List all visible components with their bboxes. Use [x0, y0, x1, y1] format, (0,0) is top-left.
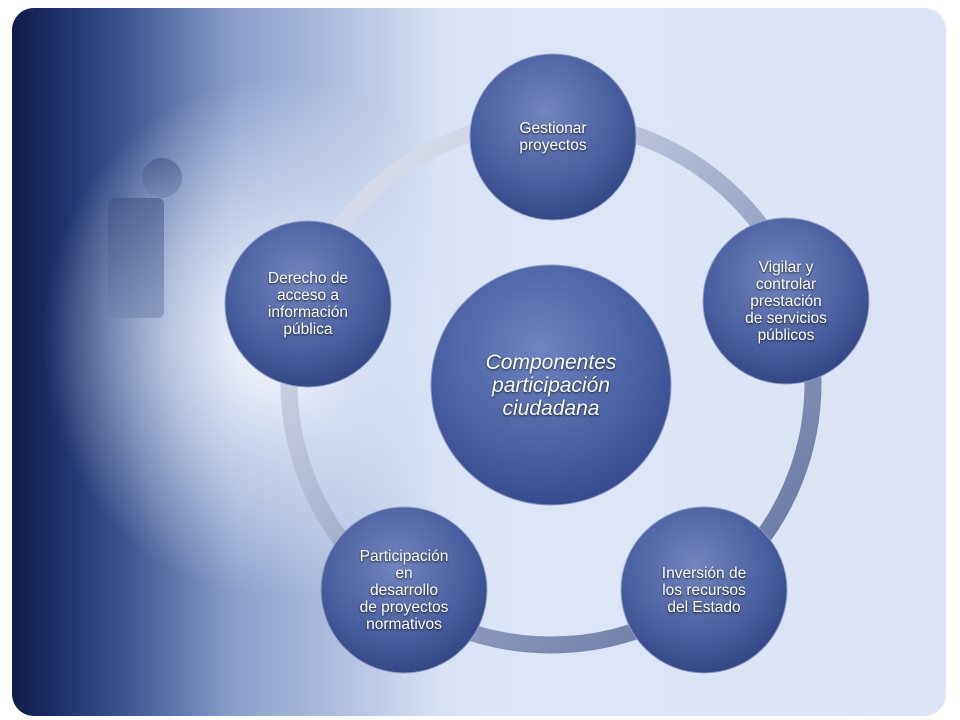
- node-label: Gestionar proyectos: [519, 120, 587, 154]
- node-circle: [702, 217, 870, 385]
- puzzle-piece-decoration: [108, 198, 164, 318]
- center-label: Componentes participación ciudadana: [485, 350, 617, 420]
- node-label: Vigilar y controlar prestación de servic…: [745, 258, 827, 344]
- node-circle: [320, 506, 488, 674]
- center-circle: [430, 264, 672, 506]
- node-circle: [224, 220, 392, 388]
- node-label: Derecho de acceso a información pública: [267, 270, 349, 338]
- node-label: Inversión de los recursos del Estado: [661, 564, 747, 616]
- node-label: Participación en desarrollo de proyectos…: [359, 547, 449, 633]
- node-circle: [469, 53, 637, 221]
- node-circle: [620, 506, 788, 674]
- puzzle-piece-decoration: [142, 158, 182, 198]
